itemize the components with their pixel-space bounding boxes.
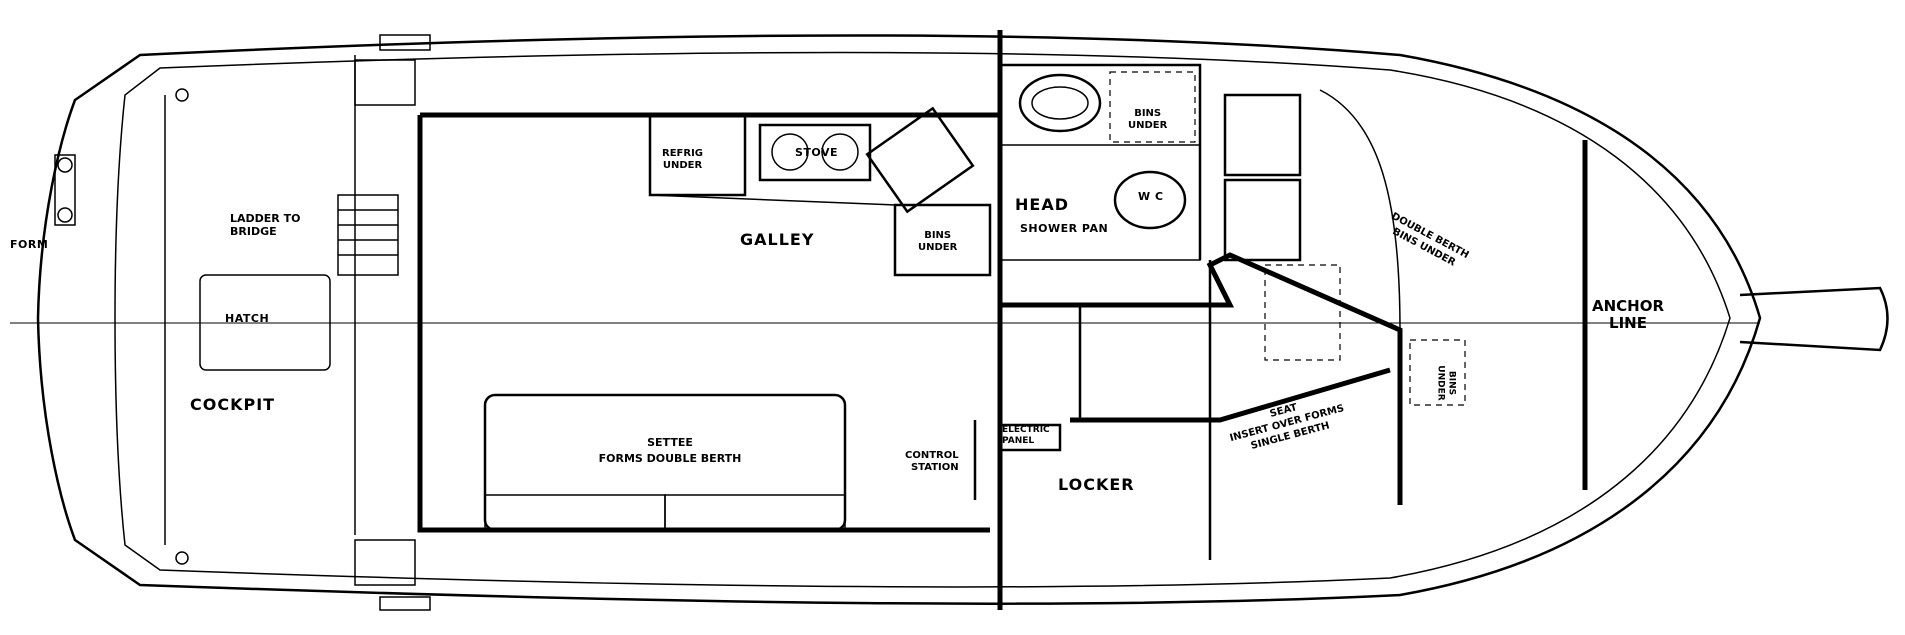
- cabin-walls: [417, 30, 1403, 610]
- galley-label: GALLEY: [740, 230, 814, 249]
- shower-label: SHOWER PAN: [1020, 222, 1108, 235]
- electric-panel: [998, 423, 1062, 452]
- electric-text: ELECTRIC PANEL: [1002, 425, 1050, 446]
- wc-label: W C: [1138, 190, 1164, 203]
- ladder-text: LADDER TO BRIDGE: [230, 212, 301, 238]
- stove-label: STOVE: [795, 146, 838, 159]
- settee: [483, 393, 847, 532]
- bins-galley-text: BINS UNDER: [918, 230, 958, 253]
- v-berth: [1223, 89, 1466, 406]
- locker-label: LOCKER: [1058, 475, 1135, 494]
- head-label: HEAD: [1015, 195, 1069, 214]
- hatch: [199, 274, 331, 371]
- head-compartment: [999, 71, 1201, 261]
- ladder: [337, 194, 399, 276]
- cockpit-label: COCKPIT: [190, 395, 275, 414]
- form-label: FORM: [10, 238, 48, 251]
- hull-outline: [10, 34, 1889, 605]
- bins-head-text: BINS UNDER: [1128, 108, 1168, 131]
- side-decks: [354, 34, 431, 611]
- refrig-text: REFRIG UNDER: [662, 148, 703, 171]
- bins-fwd-text: BINS UNDER: [1435, 365, 1457, 401]
- settee-text: SETTEE FORMS DOUBLE BERTH: [598, 436, 742, 465]
- galley-counter: [648, 106, 992, 277]
- hatch-label: HATCH: [225, 312, 269, 325]
- anchor-text: ANCHOR LINE: [1592, 297, 1665, 332]
- control-text: CONTROL STATION: [905, 450, 959, 473]
